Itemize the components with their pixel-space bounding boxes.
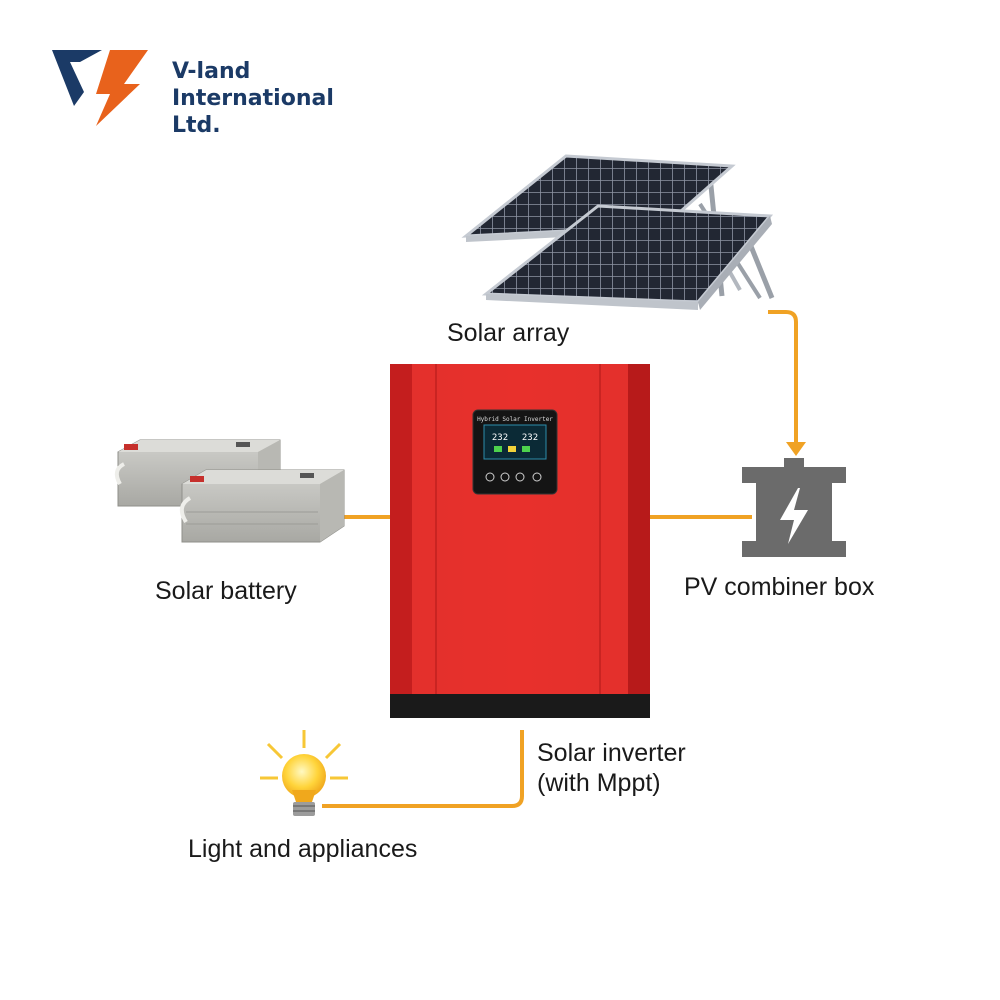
inverter-label-line1: Solar inverter xyxy=(537,739,686,767)
brand-name: V-land International Ltd. xyxy=(172,58,372,139)
inverter-display-panel: Hybrid Solar Inverter 232 232 xyxy=(472,409,558,495)
solar-battery-image xyxy=(114,439,345,543)
brand-name-line: Ltd. xyxy=(172,113,221,138)
inverter-panel-title: Hybrid Solar Inverter xyxy=(477,416,553,423)
light-bulb-icon xyxy=(260,730,348,816)
combiner-box-label: PV combiner box xyxy=(684,573,875,601)
solar-inverter-image: Hybrid Solar Inverter 232 232 xyxy=(390,364,650,718)
combiner-box-icon xyxy=(742,458,846,557)
battery-front xyxy=(179,469,345,543)
solar-inverter-label: Solar inverter (with Mppt) xyxy=(537,738,686,798)
inverter-label-line2: (with Mppt) xyxy=(537,769,661,797)
wire-array-to-combiner xyxy=(768,310,798,442)
solar-battery-label: Solar battery xyxy=(155,577,297,605)
arrowhead-icon xyxy=(786,442,806,456)
wires xyxy=(322,310,798,808)
wire-inverter-to-load xyxy=(322,730,524,808)
inverter-reading-left: 232 xyxy=(492,433,508,443)
load-label: Light and appliances xyxy=(188,835,418,863)
brand-name-line: V-land xyxy=(172,59,251,84)
brand-name-line: International xyxy=(172,86,334,111)
brand-logo xyxy=(52,50,148,126)
solar-array-label: Solar array xyxy=(447,319,570,347)
inverter-reading-right: 232 xyxy=(522,433,538,443)
solar-array-image xyxy=(461,154,775,310)
